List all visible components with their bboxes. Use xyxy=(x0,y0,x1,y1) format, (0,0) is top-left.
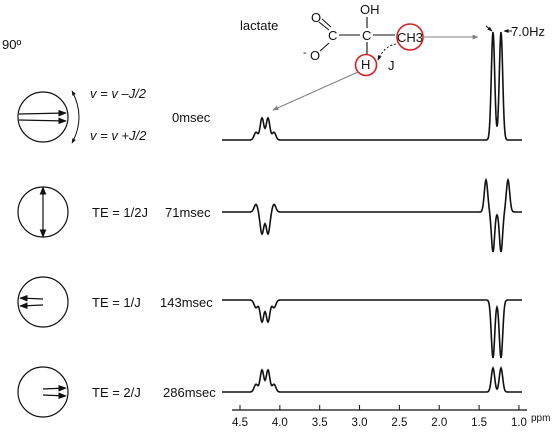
axis-tick-label: 3.0 xyxy=(352,417,368,429)
axis-tick-label: 4.0 xyxy=(272,417,288,429)
time-label-143msec: 143msec xyxy=(160,295,213,310)
time-label-0msec: 0msec xyxy=(172,110,211,125)
atom-h: H xyxy=(361,57,370,72)
axis-tick-label: 2.0 xyxy=(431,417,447,429)
molecule-name: lactate xyxy=(240,18,278,33)
spectrum-trace-2 xyxy=(222,299,522,359)
flip-angle-label: 90º xyxy=(2,37,21,52)
splitting-bracket xyxy=(485,25,512,33)
atom-c2: C xyxy=(362,28,371,43)
highlight-h xyxy=(354,53,378,77)
atom-o-top: O xyxy=(311,10,321,25)
axis-unit: ppm xyxy=(531,413,550,424)
spectrum-trace-1 xyxy=(222,177,522,253)
axis-tick-label: 1.0 xyxy=(511,417,527,429)
te-label-half-j: TE = 1/2J xyxy=(92,205,148,220)
vector-circle-0msec xyxy=(17,90,80,144)
time-label-286msec: 286msec xyxy=(163,385,216,400)
spectrum-trace-0 xyxy=(222,31,522,141)
spectra-group xyxy=(222,31,522,393)
coupling-label: J xyxy=(388,58,395,73)
atom-ch3: CH3 xyxy=(397,30,423,45)
highlight-ch3 xyxy=(396,23,424,51)
ppm-axis: 4.5 4.0 3.5 3.0 2.5 2.0 1.5 1.0 xyxy=(232,405,527,429)
axis-tick-label: 2.5 xyxy=(391,417,407,429)
te-label-2j: TE = 2/J xyxy=(92,385,141,400)
atom-o-minus: O xyxy=(310,48,320,63)
freq-label-plus: v = v +J/2 xyxy=(90,128,147,143)
vector-circle-71msec xyxy=(17,186,69,238)
te-label-1j: TE = 1/J xyxy=(92,295,141,310)
pointer-h-quartet xyxy=(272,71,359,111)
coupling-arrow xyxy=(377,43,397,61)
lactate-structure: O OH C C CH3 H O - xyxy=(303,2,424,77)
atom-oh: OH xyxy=(360,2,380,17)
axis-tick-label: 1.5 xyxy=(471,417,487,429)
spectrum-trace-3 xyxy=(222,366,522,393)
vector-circle-143msec xyxy=(17,276,69,328)
time-label-71msec: 71msec xyxy=(165,205,211,220)
charge-minus: - xyxy=(303,47,307,59)
freq-label-minus: v = v –J/2 xyxy=(90,86,147,101)
axis-tick-label: 4.5 xyxy=(232,417,248,429)
splitting-label: 7.0Hz xyxy=(511,24,545,39)
vector-circle-286msec xyxy=(17,366,69,418)
atom-c1: C xyxy=(328,28,337,43)
axis-tick-label: 3.5 xyxy=(312,417,328,429)
